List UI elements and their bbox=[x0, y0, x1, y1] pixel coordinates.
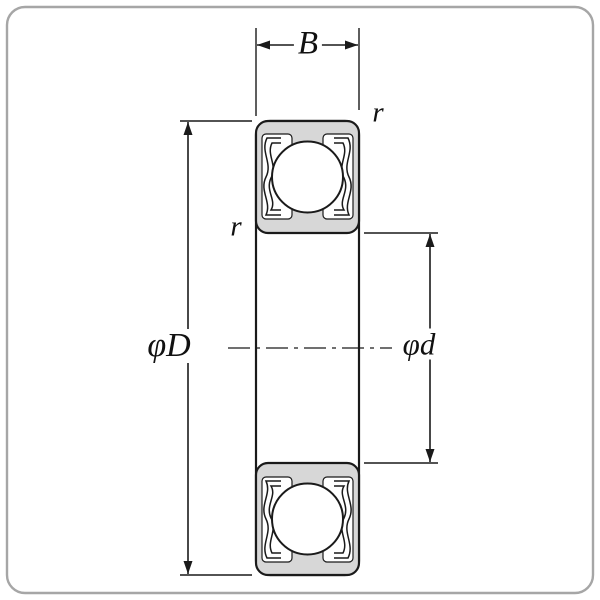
width-label: B bbox=[293, 27, 323, 61]
arrowhead-down-icon bbox=[183, 561, 193, 574]
bearing-section-top bbox=[254, 119, 361, 235]
arrowhead-left-icon bbox=[257, 40, 270, 50]
bearing-section-bottom bbox=[254, 461, 361, 577]
bore-diameter-label: φd bbox=[398, 328, 440, 360]
outer-diameter-label: φD bbox=[143, 329, 195, 363]
arrowhead-up-icon bbox=[425, 234, 435, 247]
arrowhead-up-icon bbox=[183, 122, 193, 135]
chamfer-label-outer: r bbox=[372, 96, 384, 129]
arrowhead-down-icon bbox=[425, 449, 435, 462]
arrowhead-right-icon bbox=[345, 40, 358, 50]
frame-border bbox=[5, 5, 595, 595]
chamfer-label-inner: r bbox=[230, 210, 242, 243]
